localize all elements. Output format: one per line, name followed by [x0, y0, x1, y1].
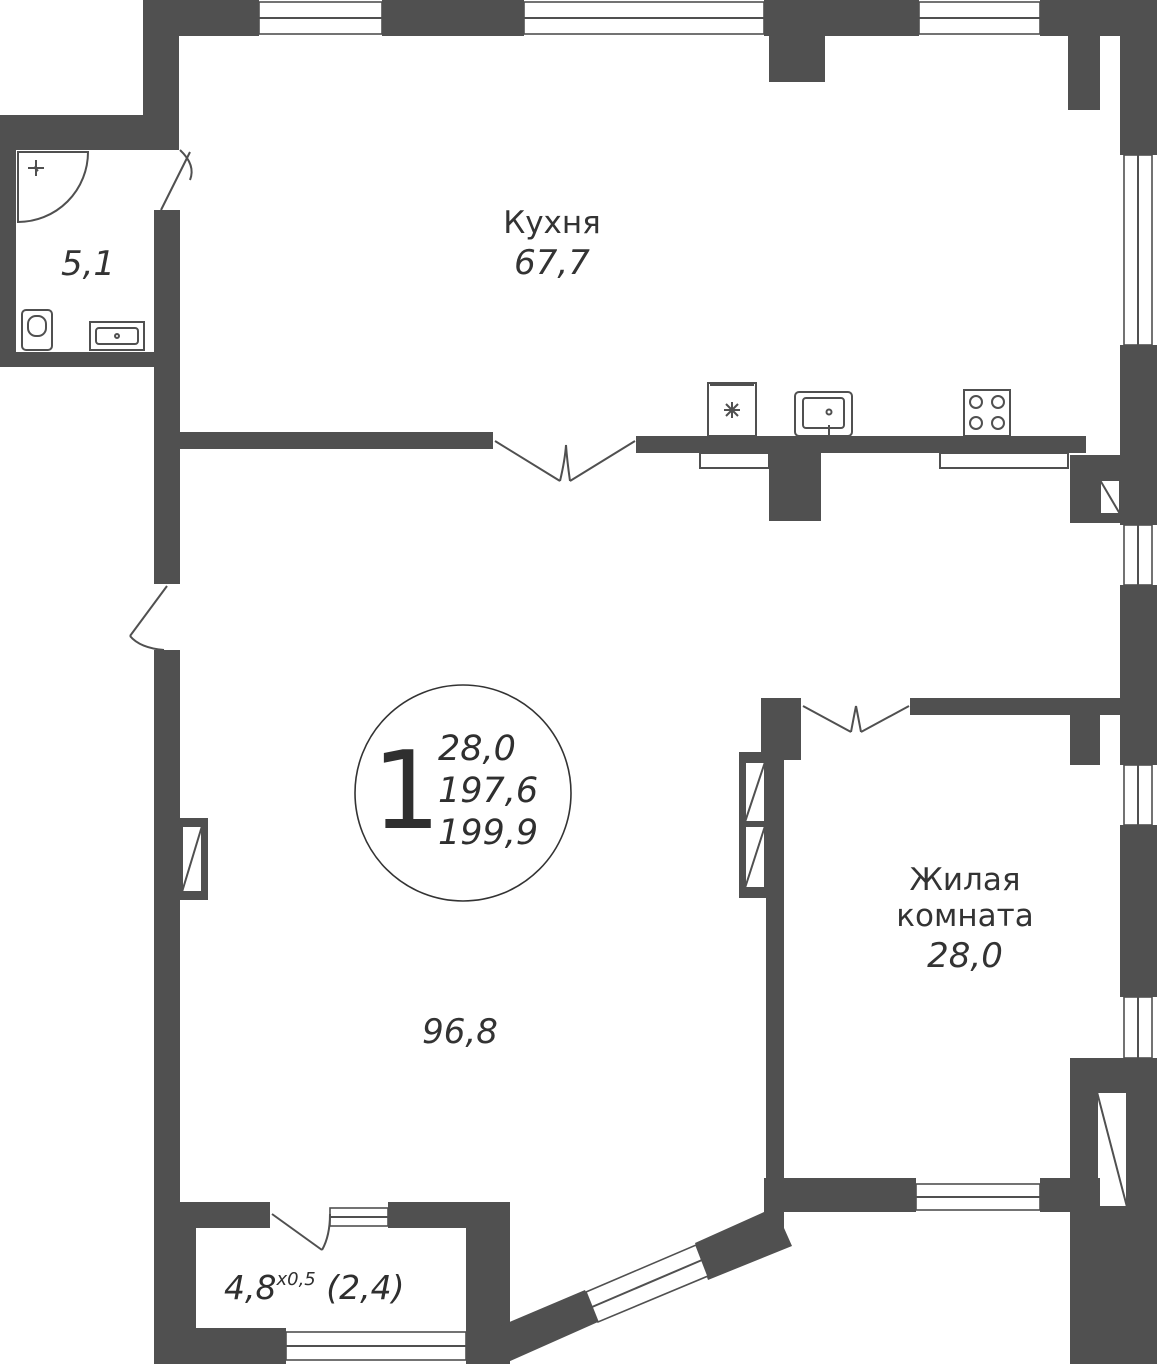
bathroom-walls: [0, 115, 180, 367]
living-room-name-line1: Жилая: [909, 862, 1021, 898]
fridge-icon: [707, 382, 757, 437]
living-room-area: 28,0: [927, 936, 1003, 976]
living-room-walls: [739, 698, 1122, 1212]
left-wall: [154, 367, 208, 1240]
right-windows: [1096, 154, 1153, 1208]
balcony-coefficient: x0,5: [276, 1269, 316, 1290]
living-room-door: [802, 705, 910, 733]
kitchen-name: Кухня: [503, 205, 601, 241]
balcony-area: 4,8: [224, 1268, 277, 1307]
apartment-total-area-with-balcony: 199,9: [438, 813, 539, 853]
living-room-label: Жилая комната 28,0: [860, 862, 1070, 974]
bathroom-sink-icon: [89, 321, 145, 351]
stove-icon: [963, 389, 1011, 437]
balcony-reduced-area: (2,4): [326, 1268, 405, 1307]
bathroom-door: [160, 149, 193, 211]
shower-icon: [17, 151, 90, 224]
kitchen-partition: [180, 432, 1086, 521]
apartment-badge: [354, 684, 572, 902]
apartment-total-area: 197,6: [438, 771, 539, 811]
hall-area: 96,8: [422, 1012, 498, 1052]
balcony-door: [271, 1213, 331, 1251]
kitchen-area: 67,7: [514, 243, 590, 283]
kitchen-label: Кухня 67,7: [452, 205, 652, 281]
kitchen-sink-icon: [794, 391, 853, 437]
apartment-living-area: 28,0: [438, 729, 516, 769]
bathroom-area: 5,1: [60, 244, 116, 284]
apartment-areas: 28,0 197,6 199,9: [438, 728, 538, 854]
top-windows: [258, 1, 1041, 35]
bottom-wall: [154, 1180, 792, 1364]
toilet-icon: [21, 309, 53, 351]
living-room-name-line2: комната: [896, 898, 1034, 934]
balcony-label: 4,8x0,5 (2,4): [224, 1268, 405, 1307]
living-room-window: [915, 1183, 1041, 1211]
apartment-rooms-count: 1: [372, 729, 441, 854]
top-wall: [143, 0, 1157, 155]
kitchen-door: [494, 440, 636, 482]
bottom-windows: [285, 1207, 710, 1361]
entrance-door: [129, 585, 168, 651]
